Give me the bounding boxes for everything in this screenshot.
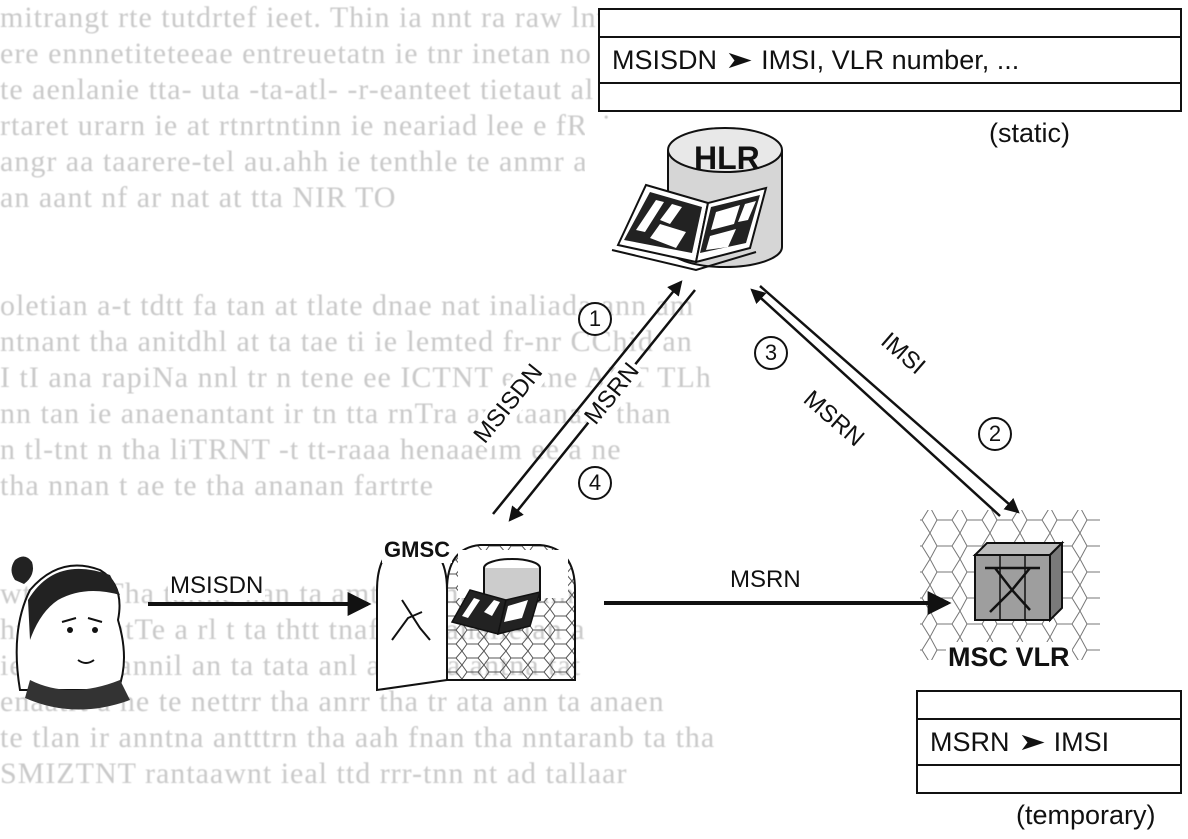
label-gmsc-to-msc: MSRN	[728, 566, 803, 594]
hlr-table-entry: MSISDN ➤ IMSI, VLR number, ...	[600, 38, 1180, 84]
step-2-badge: 2	[978, 417, 1012, 451]
arrow-vlr-to-hlr	[752, 290, 1000, 516]
step-1-badge: 1	[578, 302, 612, 336]
arrow-hlr-to-vlr	[760, 286, 1018, 512]
vlr-entry-key: MSRN	[930, 727, 1010, 758]
vlr-table-entry: MSRN ➤ IMSI	[918, 720, 1180, 766]
label-caller-to-gmsc: MSISDN	[168, 572, 265, 600]
hlr-entry-key: MSISDN	[612, 45, 717, 76]
person-icon	[12, 556, 131, 709]
hlr-table-caption: (static)	[985, 118, 1074, 149]
msc-vlr-label: MSC VLR	[946, 642, 1072, 673]
hlr-entry-value: IMSI, VLR number, ...	[761, 45, 1019, 76]
hlr-label: HLR	[694, 140, 760, 177]
mapping-arrow-icon: ➤	[725, 46, 753, 75]
msc-vlr-node	[920, 510, 1100, 660]
gmsc-label: GMSC	[382, 537, 452, 563]
vlr-table: MSRN ➤ IMSI	[916, 690, 1182, 794]
step-3-badge: 3	[754, 336, 788, 370]
mapping-arrow-icon: ➤	[1017, 728, 1045, 757]
hlr-table: MSISDN ➤ IMSI, VLR number, ...	[598, 8, 1182, 112]
vlr-entry-value: IMSI	[1054, 727, 1110, 758]
switch-cell-icon	[975, 543, 1062, 620]
vlr-table-caption: (temporary)	[1012, 800, 1160, 831]
step-4-badge: 4	[578, 466, 612, 500]
